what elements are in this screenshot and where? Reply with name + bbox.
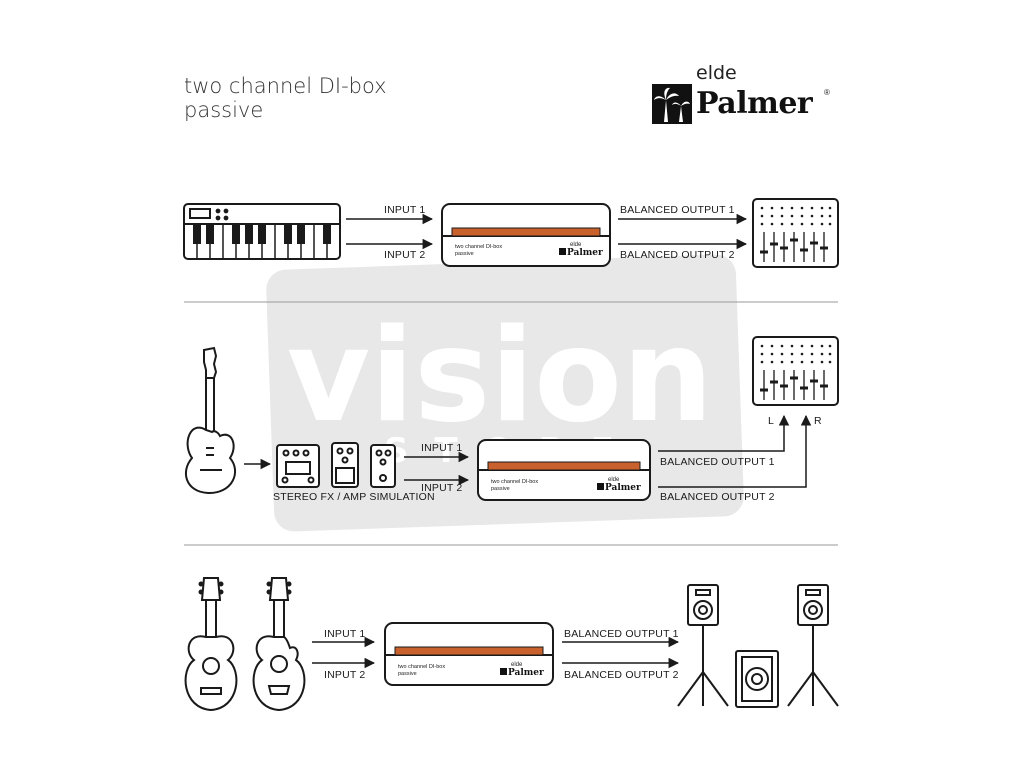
brand-logo: elde Palmer ® <box>650 62 840 126</box>
di-box-brand: Palmer <box>567 248 603 258</box>
effect-pedal-icon <box>370 444 396 488</box>
row1-input1-label: INPUT 1 <box>384 204 425 216</box>
di-box-brand-small: elde <box>608 477 620 483</box>
row2-output1-route <box>658 414 790 452</box>
di-box-accent-strip <box>451 227 601 237</box>
di-box-label-line1: two channel DI-box <box>455 244 502 250</box>
di-box-label-line2: passive <box>491 486 510 492</box>
di-box-brand: Palmer <box>605 483 641 493</box>
mixer-icon <box>752 198 839 268</box>
mixer-left-label: L <box>768 415 774 427</box>
row2-input2-label: INPUT 2 <box>421 482 462 494</box>
page-title: two channel DI-box passive <box>184 74 387 122</box>
di-box-3: two channel DI-box passive elde Palmer <box>384 622 554 686</box>
multi-fx-pedal-icon <box>276 444 320 488</box>
row1-output2-label: BALANCED OUTPUT 2 <box>620 249 735 261</box>
subwoofer-icon <box>735 650 779 708</box>
di-box-label-line2: passive <box>455 251 474 257</box>
row-3: INPUT 1 INPUT 2 two channel DI-box passi… <box>184 577 839 712</box>
di-box-accent-strip <box>394 646 544 656</box>
di-box-brand-small: elde <box>570 242 582 248</box>
row-2: STEREO FX / AMP SIMULATION INPUT 1 INPUT… <box>184 336 839 503</box>
di-box-1: two channel DI-box passive elde Palmer <box>441 203 611 267</box>
mixer-right-label: R <box>814 415 822 427</box>
di-box-logo-icon <box>559 248 566 255</box>
row2-input1-label: INPUT 1 <box>421 442 462 454</box>
row1-output1-label: BALANCED OUTPUT 1 <box>620 204 735 216</box>
title-line-1: two channel DI-box <box>184 74 387 98</box>
di-box-logo-icon <box>597 483 604 490</box>
row-1: INPUT 1 INPUT 2 two channel DI-box passi… <box>183 198 839 268</box>
palm-tree-icon <box>652 84 692 124</box>
di-box-accent-strip <box>487 461 641 471</box>
acoustic-guitar-icon <box>184 577 238 712</box>
di-box-brand-small: elde <box>511 662 523 668</box>
di-box-label-line2: passive <box>398 671 417 677</box>
keyboard-icon <box>183 203 341 260</box>
row3-output1-label: BALANCED OUTPUT 1 <box>564 628 679 640</box>
row2-output2-label: BALANCED OUTPUT 2 <box>660 491 775 503</box>
brand-small-text: elde <box>696 62 737 84</box>
mixer-icon <box>752 336 839 406</box>
electric-guitar-icon <box>184 346 236 495</box>
row2-output2-route <box>658 414 812 488</box>
pa-speaker-icon <box>677 584 729 707</box>
drive-pedal-icon <box>331 442 359 488</box>
row3-output2-label: BALANCED OUTPUT 2 <box>564 669 679 681</box>
row3-input1-label: INPUT 1 <box>324 628 365 640</box>
pa-speaker-icon <box>787 584 839 707</box>
row1-input2-label: INPUT 2 <box>384 249 425 261</box>
di-box-label-line1: two channel DI-box <box>398 664 445 670</box>
watermark-word: vision <box>287 302 713 451</box>
fx-label: STEREO FX / AMP SIMULATION <box>273 491 435 503</box>
di-box-2: two channel DI-box passive elde Palmer <box>477 439 651 501</box>
brand-name: Palmer <box>696 86 813 121</box>
cutaway-acoustic-guitar-icon <box>252 577 306 712</box>
di-box-logo-icon <box>500 668 507 675</box>
di-box-brand: Palmer <box>508 668 544 678</box>
row2-output1-label: BALANCED OUTPUT 1 <box>660 456 775 468</box>
brand-registered-mark: ® <box>824 88 830 97</box>
di-box-label-line1: two channel DI-box <box>491 479 538 485</box>
title-line-2: passive <box>184 98 264 122</box>
row3-input2-label: INPUT 2 <box>324 669 365 681</box>
